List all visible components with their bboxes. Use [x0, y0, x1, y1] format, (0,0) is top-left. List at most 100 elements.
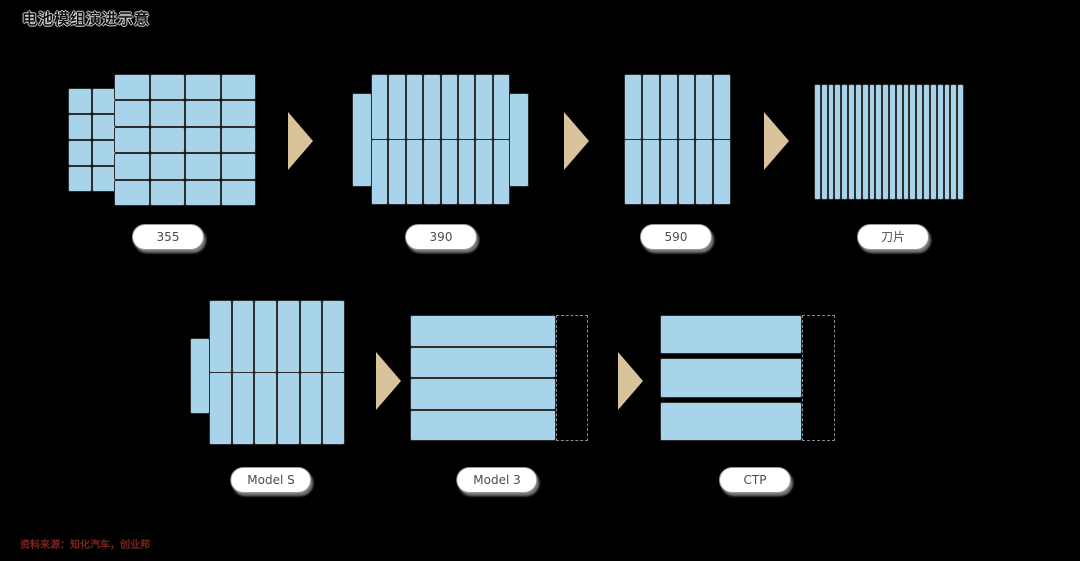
battery-cell	[660, 358, 802, 398]
battery-cell	[677, 139, 696, 205]
battery-cell	[677, 74, 696, 140]
battery-cell	[114, 100, 150, 127]
battery-cell	[475, 74, 493, 140]
battery-cell	[149, 153, 185, 180]
battery-cell	[149, 126, 185, 154]
battery-cell	[220, 126, 256, 154]
battery-cell	[299, 372, 323, 445]
battery-cell	[220, 153, 256, 180]
battery-cell	[185, 126, 221, 154]
battery-cell-grid	[814, 84, 964, 200]
battery-cell	[410, 409, 556, 441]
battery-cell	[185, 179, 221, 206]
battery-cell	[929, 84, 937, 200]
battery-cell	[388, 139, 406, 205]
battery-cell	[827, 84, 835, 200]
battery-cell	[299, 300, 323, 373]
battery-cell	[92, 88, 116, 114]
battery-cell	[209, 300, 232, 373]
battery-cell	[909, 84, 917, 200]
battery-cell-grid	[68, 88, 116, 192]
battery-cell	[410, 346, 556, 378]
arrow-right-icon	[376, 352, 401, 410]
battery-cell	[861, 84, 869, 200]
battery-cell	[820, 84, 828, 200]
battery-cell	[231, 300, 255, 373]
battery-cell	[641, 74, 660, 140]
battery-cell-grid	[209, 300, 345, 373]
battery-cell	[410, 378, 556, 410]
battery-cell	[149, 179, 185, 206]
module-label-pill-model-3: Model 3	[456, 467, 538, 493]
battery-cell	[185, 100, 221, 127]
battery-cell	[92, 114, 116, 140]
battery-cell	[92, 166, 116, 192]
battery-cell	[659, 74, 678, 140]
removed-section-outline	[802, 315, 835, 441]
module-label-pill-model-s: Model S	[230, 467, 312, 493]
battery-cell	[185, 153, 221, 180]
battery-cell-grid	[624, 74, 731, 140]
battery-cell	[440, 139, 458, 205]
battery-cell	[923, 84, 930, 200]
battery-cell	[713, 74, 731, 140]
battery-cell	[895, 84, 903, 200]
battery-cell	[950, 84, 958, 200]
battery-cell	[68, 88, 92, 114]
battery-cell	[660, 401, 802, 441]
battery-cell	[440, 74, 458, 140]
module-label-pill-355: 355	[132, 224, 204, 250]
battery-cell	[659, 139, 678, 205]
battery-cell-grid	[509, 93, 529, 187]
battery-cell	[902, 84, 910, 200]
battery-cell	[149, 74, 185, 101]
battery-cell	[841, 84, 849, 200]
battery-cell	[254, 300, 277, 373]
battery-cell	[848, 84, 855, 200]
battery-cell	[936, 84, 944, 200]
battery-cell	[371, 74, 389, 140]
battery-cell	[68, 140, 92, 166]
arrow-right-icon	[564, 112, 589, 170]
battery-cell	[220, 179, 256, 206]
battery-cell-grid	[209, 372, 345, 445]
battery-cell	[114, 153, 150, 180]
module-label-pill-390: 390	[405, 224, 477, 250]
battery-cell	[322, 372, 345, 445]
battery-cell	[114, 74, 150, 101]
battery-cell	[254, 372, 277, 445]
removed-section-outline	[556, 315, 588, 441]
battery-cell	[492, 74, 510, 140]
battery-cell	[882, 84, 889, 200]
battery-cell-grid	[371, 139, 510, 205]
arrow-right-icon	[288, 112, 313, 170]
battery-cell	[405, 139, 424, 205]
battery-cell	[868, 84, 876, 200]
battery-cell	[68, 166, 92, 192]
battery-cell	[660, 315, 802, 355]
battery-cell	[713, 139, 731, 205]
battery-cell	[352, 93, 372, 187]
battery-cell	[641, 139, 660, 205]
battery-cell	[457, 139, 476, 205]
battery-cell	[322, 300, 345, 373]
battery-cell	[423, 139, 441, 205]
battery-cell	[423, 74, 441, 140]
battery-cell	[916, 84, 924, 200]
module-label-pill-ctp: CTP	[719, 467, 791, 493]
arrow-right-icon	[764, 112, 789, 170]
battery-cell	[149, 100, 185, 127]
battery-cell	[405, 74, 424, 140]
battery-cell	[185, 74, 221, 101]
battery-cell-grid	[371, 74, 510, 140]
battery-cell	[190, 338, 210, 414]
battery-cell	[695, 139, 714, 205]
battery-cell	[834, 84, 842, 200]
battery-cell	[875, 84, 883, 200]
battery-cell-grid	[660, 315, 802, 441]
battery-cell	[814, 84, 821, 200]
battery-cell	[943, 84, 951, 200]
battery-cell	[209, 372, 232, 445]
battery-cell	[220, 100, 256, 127]
